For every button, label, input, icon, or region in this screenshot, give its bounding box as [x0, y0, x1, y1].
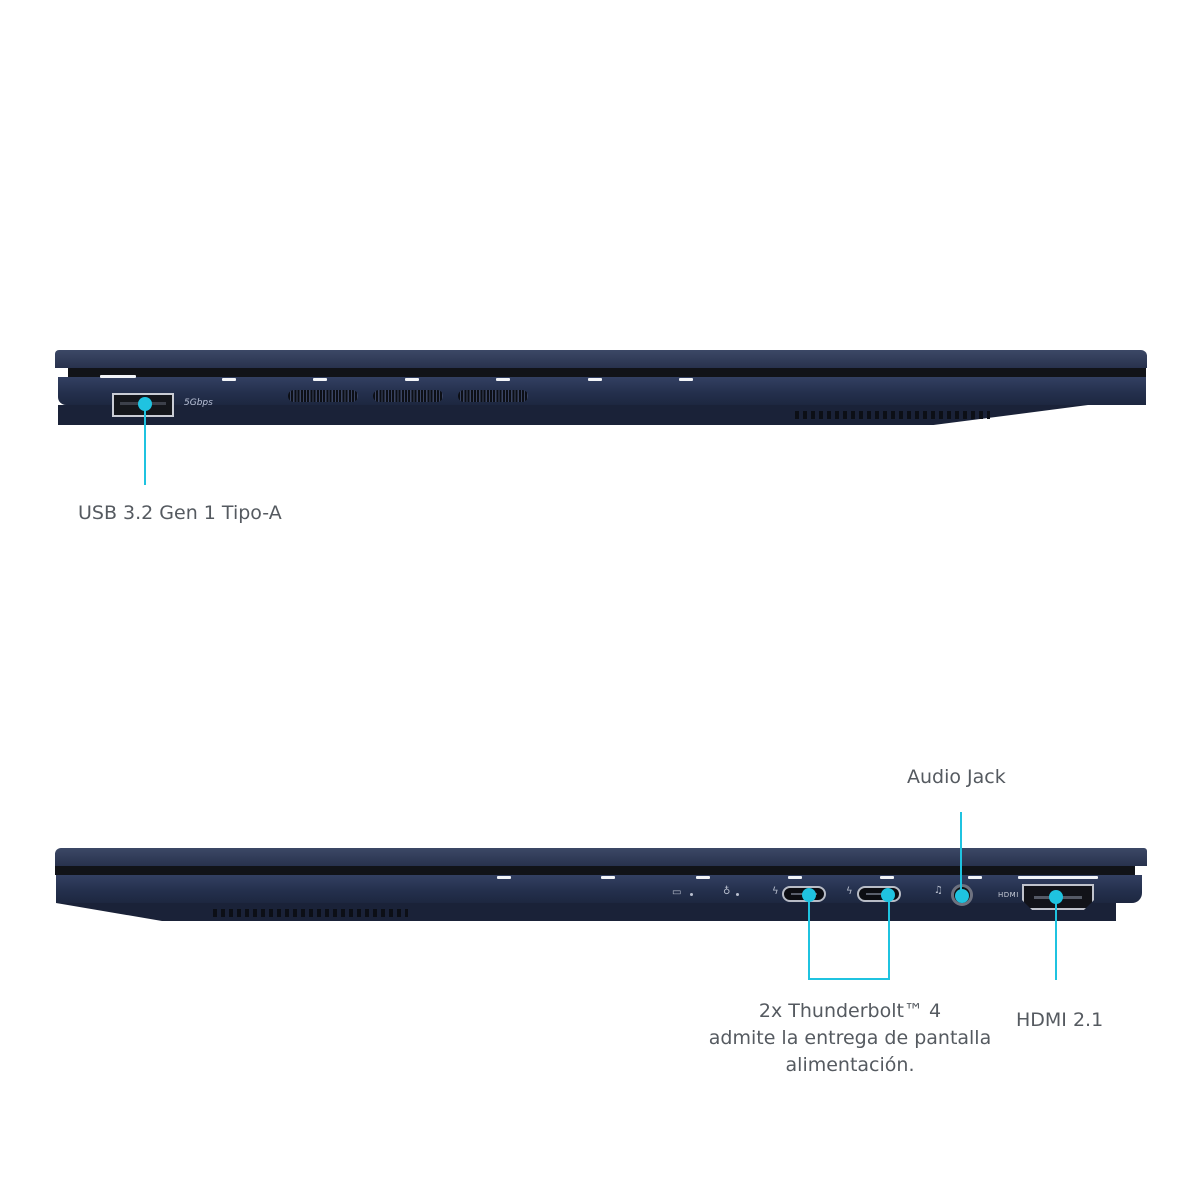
- headset-icon: ♫: [934, 885, 943, 896]
- light-strip: [1018, 876, 1098, 879]
- light-strip: [696, 876, 710, 879]
- power-led-icon: ♁: [723, 886, 731, 897]
- air-vent: [288, 390, 358, 402]
- laptop-bottom-wedge: [58, 405, 1088, 425]
- light-strip: [222, 378, 236, 381]
- thunderbolt-label-line3: alimentación.: [785, 1054, 915, 1076]
- light-strip: [968, 876, 982, 879]
- laptop-base: [56, 875, 1142, 903]
- light-strip: [100, 375, 136, 378]
- 5gbps-badge-icon: 5Gbps: [184, 398, 213, 408]
- light-strip: [313, 378, 327, 381]
- callout-line: [808, 978, 890, 980]
- callout-line: [960, 812, 962, 894]
- callout-marker: [138, 397, 152, 411]
- battery-indicator-icon: ▭: [672, 887, 682, 898]
- laptop-right-side-view: ▭ ♁ ϟ ϟ ♫ HDMI Audio Jack 2x Thunderbolt…: [0, 600, 1200, 1200]
- light-strip: [788, 876, 802, 879]
- air-vent: [458, 390, 528, 402]
- callout-marker: [955, 889, 969, 903]
- battery-led: [690, 893, 693, 896]
- light-strip: [880, 876, 894, 879]
- laptop-lid: [55, 350, 1147, 368]
- air-vent: [373, 390, 443, 402]
- laptop-base: [58, 377, 1146, 405]
- callout-line: [144, 405, 146, 485]
- usb-a-label: USB 3.2 Gen 1 Tipo-A: [78, 502, 282, 524]
- power-led: [736, 893, 739, 896]
- callout-marker: [881, 888, 895, 902]
- light-strip: [588, 378, 602, 381]
- light-strip: [679, 378, 693, 381]
- callout-marker: [1049, 890, 1063, 904]
- hinge-seam: [55, 866, 1135, 875]
- light-strip: [405, 378, 419, 381]
- thunderbolt-icon: ϟ: [772, 886, 779, 897]
- thunderbolt-label-line2: admite la entrega de pantalla: [708, 1027, 992, 1049]
- callout-marker: [802, 888, 816, 902]
- speaker-grille: [213, 909, 408, 917]
- callout-line: [888, 896, 890, 980]
- audio-jack-label: Audio Jack: [907, 766, 1006, 788]
- hdmi-text: HDMI: [998, 891, 1019, 899]
- speaker-grille: [795, 411, 990, 419]
- hdmi-label: HDMI 2.1: [1016, 1009, 1104, 1031]
- thunderbolt-label-line1: 2x Thunderbolt™ 4: [758, 1000, 942, 1022]
- laptop-left-side-view: 5Gbps USB 3.2 Gen 1 Tipo-A: [55, 350, 1147, 524]
- callout-line: [1055, 898, 1057, 980]
- laptop-lid: [55, 848, 1147, 866]
- callout-line: [808, 896, 810, 980]
- thunderbolt-icon: ϟ: [846, 886, 853, 897]
- light-strip: [601, 876, 615, 879]
- hinge-seam: [68, 368, 1146, 377]
- light-strip: [497, 876, 511, 879]
- light-strip: [496, 378, 510, 381]
- thunderbolt-label: 2x Thunderbolt™ 4 admite la entrega de p…: [690, 998, 1010, 1079]
